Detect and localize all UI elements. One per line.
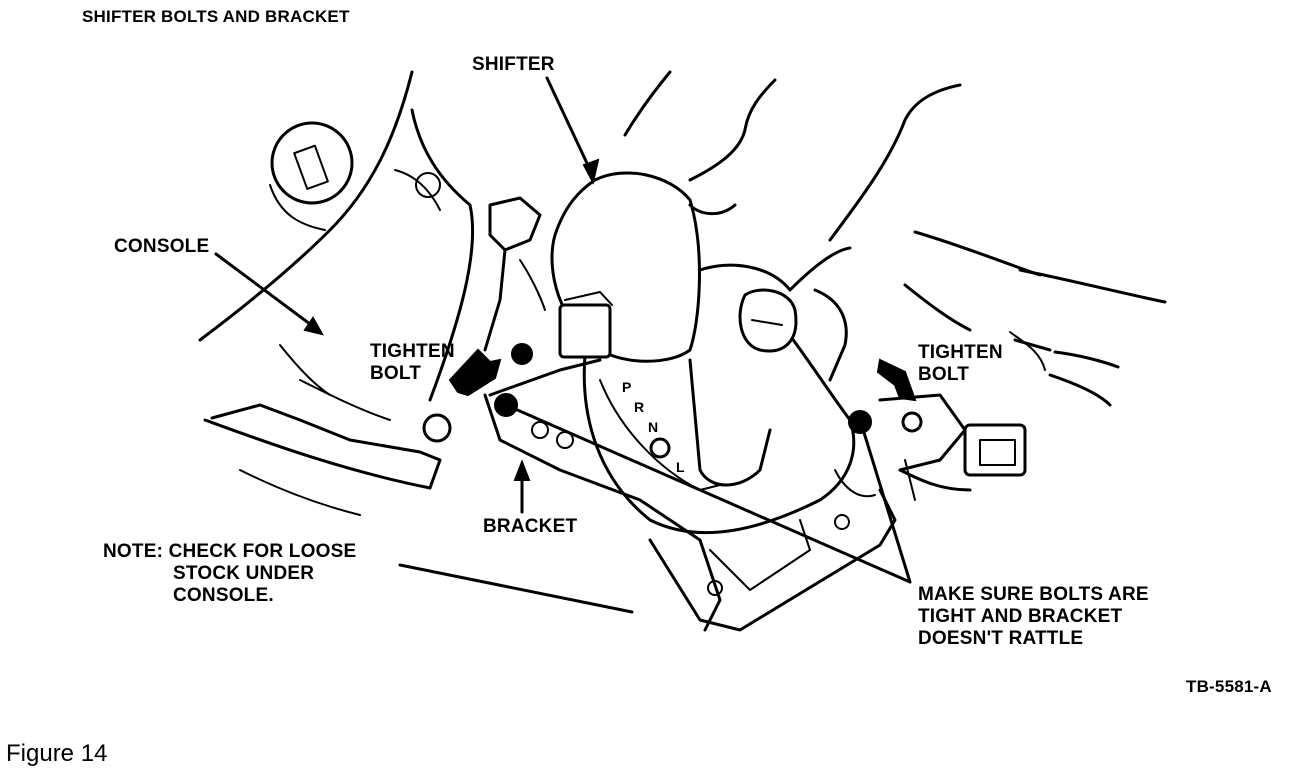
gear-l: L bbox=[676, 459, 685, 475]
label-bracket: BRACKET bbox=[483, 516, 578, 537]
shifter-arrow-icon bbox=[582, 158, 600, 185]
floor-lines bbox=[398, 230, 1167, 614]
console-arrow-icon bbox=[303, 316, 324, 336]
tighten-left-arrow-icon bbox=[448, 348, 502, 397]
make-sure-block: MAKE SURE BOLTS ARE TIGHT AND BRACKET DO… bbox=[918, 584, 1149, 650]
note-line3: CONSOLE. bbox=[173, 585, 274, 606]
bracket-arrow-icon bbox=[513, 459, 531, 481]
gear-p: P bbox=[622, 379, 631, 395]
leader-lines bbox=[214, 76, 917, 584]
shifter-handle bbox=[550, 171, 701, 363]
label-tighten-bolt-left: TIGHTEN BOLT bbox=[370, 341, 455, 385]
note-block: NOTE: CHECK FOR LOOSE STOCK UNDER CONSOL… bbox=[103, 541, 356, 607]
gear-r: R bbox=[634, 399, 644, 415]
right-bracket-parts bbox=[834, 331, 1052, 501]
label-tighten-left-line1: TIGHTEN bbox=[370, 341, 455, 362]
make-sure-line1: MAKE SURE BOLTS ARE bbox=[918, 584, 1149, 605]
label-tighten-right-line2: BOLT bbox=[918, 364, 970, 385]
make-sure-leader-a bbox=[504, 403, 912, 584]
label-shifter: SHIFTER bbox=[472, 54, 555, 75]
console-leader bbox=[214, 252, 320, 332]
make-sure-leader-b bbox=[860, 424, 912, 584]
gear-n: N bbox=[648, 419, 658, 435]
diagram-title: SHIFTER BOLTS AND BRACKET bbox=[82, 7, 350, 26]
tighten-right-arrow-icon bbox=[876, 358, 917, 402]
figure-caption: Figure 14 bbox=[6, 740, 108, 767]
shifter-leader bbox=[545, 76, 595, 178]
label-tighten-right-line1: TIGHTEN bbox=[918, 342, 1003, 363]
make-sure-line3: DOESN'T RATTLE bbox=[918, 628, 1084, 649]
reference-code: TB-5581-A bbox=[1186, 677, 1272, 696]
label-console: CONSOLE bbox=[114, 236, 210, 257]
label-tighten-bolt-right: TIGHTEN BOLT bbox=[918, 342, 1003, 386]
left-bracket-parts bbox=[483, 196, 722, 632]
hands bbox=[623, 70, 962, 382]
note-line2: STOCK UNDER bbox=[173, 563, 315, 584]
label-tighten-left-line2: BOLT bbox=[370, 363, 422, 384]
console-panel bbox=[198, 70, 475, 516]
make-sure-line2: TIGHT AND BRACKET bbox=[918, 606, 1123, 627]
note-line1: NOTE: CHECK FOR LOOSE bbox=[103, 541, 357, 562]
